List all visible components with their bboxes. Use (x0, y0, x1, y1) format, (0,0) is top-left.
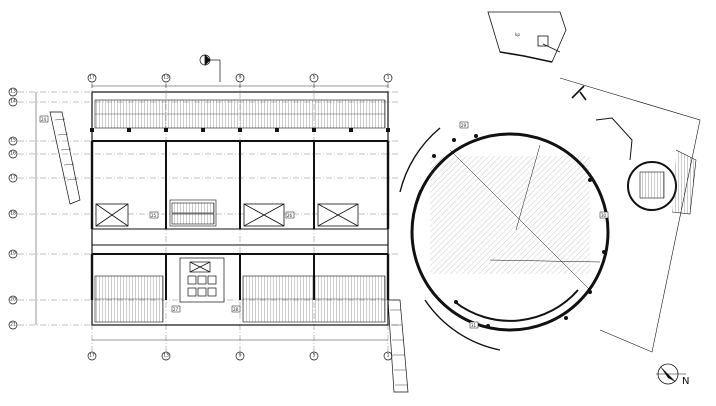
grid-bubble: 14 (8, 97, 18, 107)
stair-center (169, 199, 217, 227)
dimension-lines (35, 84, 389, 341)
svg-text:26: 26 (287, 213, 293, 218)
svg-text:5: 5 (313, 353, 316, 359)
grid-bubble: 13 (8, 87, 18, 97)
grid-bubble: 19 (8, 249, 18, 259)
svg-text:17: 17 (89, 75, 95, 81)
svg-text:1: 1 (387, 353, 390, 359)
grid-bubble: 17 (8, 173, 18, 183)
svg-text:17: 17 (10, 175, 16, 181)
svg-text:31: 31 (471, 323, 477, 328)
svg-text:28: 28 (233, 307, 239, 312)
grid-bubble: 18 (8, 209, 18, 219)
grid-bubble: 9 (235, 73, 245, 83)
service-cores (95, 203, 359, 227)
columns-top (90, 128, 390, 132)
svg-text:29: 29 (461, 123, 467, 128)
north-arrow: N (656, 363, 689, 387)
stair-left (49, 111, 81, 205)
room-tag: 24 (39, 115, 49, 123)
north-label: N (682, 376, 689, 387)
svg-text:15: 15 (10, 138, 16, 144)
right-annex (559, 77, 701, 353)
room-tag: 29 (459, 121, 469, 129)
canopy-bottom (94, 275, 386, 323)
grid-bubble: 1 (383, 73, 393, 83)
svg-text:18: 18 (10, 211, 16, 217)
grid-bubbles-left: 13 14 15 16 17 18 19 20 21 (8, 87, 18, 330)
grid-bubble: 5 (309, 73, 319, 83)
key-plan: kp (487, 11, 567, 63)
svg-text:25: 25 (151, 213, 157, 218)
svg-text:19: 19 (10, 251, 16, 257)
svg-text:24: 24 (41, 117, 47, 122)
grid-bubble: 17 (87, 73, 97, 83)
room-tag: 26 (285, 211, 295, 219)
svg-text:9: 9 (239, 353, 242, 359)
svg-text:20: 20 (10, 297, 16, 303)
grid-bubble: 20 (8, 295, 18, 305)
grid-bubble: 13 (161, 73, 171, 83)
room-tag: 30 (599, 211, 609, 219)
svg-text:27: 27 (173, 307, 179, 312)
svg-text:5: 5 (313, 75, 316, 81)
grid-bubbles-bottom: 17 13 9 5 1 (87, 351, 393, 361)
room-tag: 27 (171, 305, 181, 313)
section-marker (199, 54, 221, 82)
grid-bubble: 15 (8, 136, 18, 146)
svg-text:21: 21 (10, 322, 16, 328)
room-tag: 28 (231, 305, 241, 313)
svg-text:13: 13 (10, 89, 16, 95)
svg-text:16: 16 (10, 151, 16, 157)
grid-bubble: 17 (87, 351, 97, 361)
grid-bubble: 13 (161, 351, 171, 361)
svg-text:13: 13 (163, 353, 169, 359)
auditorium (399, 127, 610, 351)
room-tags: 24 25 26 27 28 29 30 31 (39, 115, 609, 329)
grid-bubble: 9 (235, 351, 245, 361)
room-tag: 31 (469, 321, 479, 329)
grid-bubble: 1 (383, 351, 393, 361)
stair-right-lower (387, 299, 409, 393)
svg-text:kp: kp (515, 32, 520, 37)
canopy-top (94, 99, 386, 129)
grid-bubble: 5 (309, 351, 319, 361)
svg-text:30: 30 (601, 213, 607, 218)
svg-text:9: 9 (239, 75, 242, 81)
svg-text:17: 17 (89, 353, 95, 359)
svg-text:14: 14 (10, 99, 16, 105)
svg-text:1: 1 (387, 75, 390, 81)
grid-bubbles-top: 17 13 9 5 1 (87, 73, 393, 83)
grid-bubble: 21 (8, 320, 18, 330)
toilet-block (179, 257, 225, 303)
building-walls (90, 91, 390, 326)
room-tag: 25 (149, 211, 159, 219)
grid-bubble: 16 (8, 149, 18, 159)
svg-text:13: 13 (163, 75, 169, 81)
